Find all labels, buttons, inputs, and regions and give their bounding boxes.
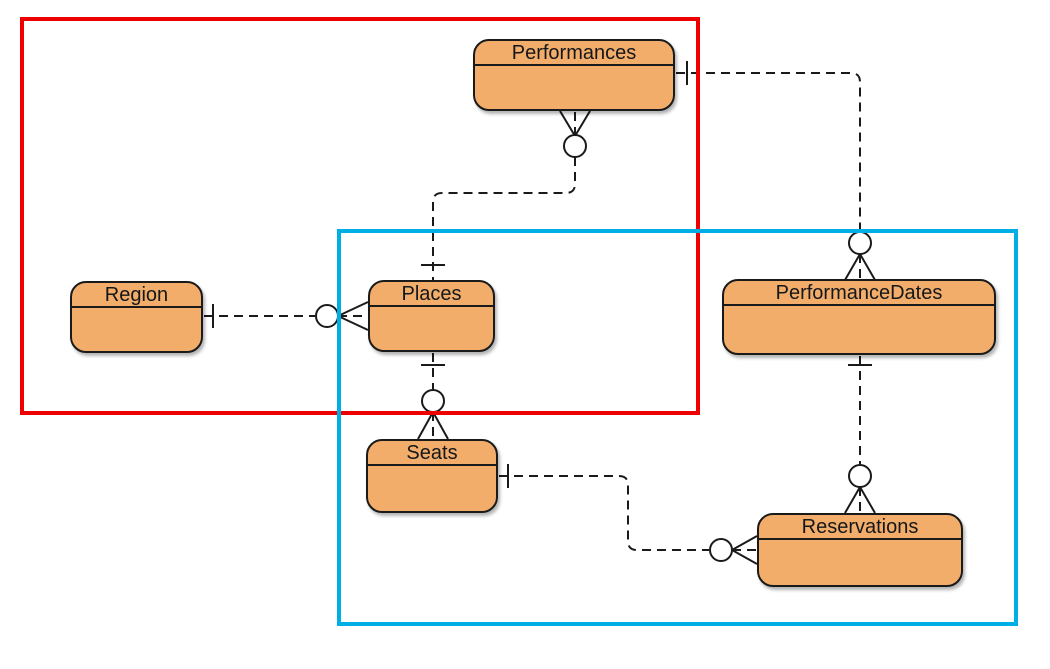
zero-circle [421, 389, 445, 413]
entity-label: PerformanceDates [775, 281, 943, 304]
zero-circle [315, 304, 339, 328]
zero-circle [709, 538, 733, 562]
entity-label: Region [104, 283, 169, 306]
zero-circle [848, 231, 872, 255]
zero-circle [848, 464, 872, 488]
relationship-region-places [204, 301, 369, 331]
entity-header: Region [72, 283, 201, 308]
zero-circle [563, 134, 587, 158]
entity-label: Places [401, 282, 462, 305]
relationship-performances-performancedates [676, 61, 876, 281]
entity-region[interactable]: Region [70, 281, 203, 353]
entity-label: Performances [511, 41, 637, 64]
relationship-performancedates-reservations [844, 356, 876, 514]
connector-line [676, 72, 861, 232]
relationship-places-seats [417, 353, 449, 440]
entity-performances[interactable]: Performances [473, 39, 675, 111]
relationship-seats-reservations [499, 464, 758, 565]
connector-line [499, 475, 709, 551]
connector-line [432, 157, 576, 281]
entity-seats[interactable]: Seats [366, 439, 498, 513]
entity-places[interactable]: Places [368, 280, 495, 352]
entity-label: Seats [406, 441, 458, 464]
entity-label: Reservations [801, 515, 919, 538]
entity-reservations[interactable]: Reservations [757, 513, 963, 587]
entity-header: Reservations [759, 515, 961, 540]
entity-header: Performances [475, 41, 673, 66]
entity-header: Places [370, 282, 493, 307]
entity-performancedates[interactable]: PerformanceDates [722, 279, 996, 355]
entity-header: Seats [368, 441, 496, 466]
relationship-performances-places [421, 110, 591, 281]
entity-header: PerformanceDates [724, 281, 994, 306]
